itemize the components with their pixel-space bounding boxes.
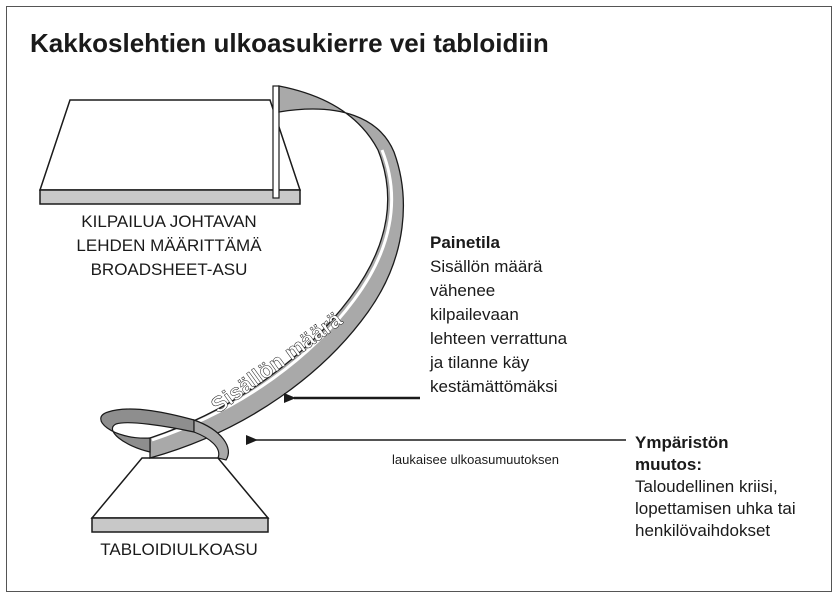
pressure-line: kilpailevaan (430, 305, 519, 324)
pressure-line: Sisällön määrä (430, 257, 543, 276)
pressure-block: Painetila Sisällön määrä vähenee kilpail… (430, 231, 567, 399)
environment-heading: muutos: (635, 455, 703, 474)
broadsheet-label-line: LEHDEN MÄÄRITTÄMÄ (76, 236, 262, 255)
broadsheet-label-line: KILPAILUA JOHTAVAN (81, 212, 257, 231)
environment-heading: Ympäristön (635, 433, 729, 452)
broadsheet-label: KILPAILUA JOHTAVAN LEHDEN MÄÄRITTÄMÄ BRO… (34, 210, 304, 282)
environment-block: Ympäristön muutos: Taloudellinen kriisi,… (635, 432, 796, 542)
figure-title: Kakkoslehtien ulkoasukierre vei tabloidi… (30, 28, 549, 58)
top-platform (38, 99, 302, 205)
environment-line: Taloudellinen kriisi, (635, 477, 778, 496)
tabloid-label: TABLOIDIULKOASU (100, 540, 258, 559)
pressure-line: kestämättömäksi (430, 377, 558, 396)
pressure-heading: Painetila (430, 233, 500, 252)
pressure-line: vähenee (430, 281, 496, 300)
bottom-platform (90, 457, 270, 533)
broadsheet-label-line: BROADSHEET-ASU (90, 260, 248, 279)
trigger-label: laukaisee ulkoasumuutoksen (392, 452, 559, 467)
pressure-line: lehteen verrattuna (430, 329, 568, 348)
environment-line: henkilövaihdokset (635, 521, 771, 540)
environment-line: lopettamisen uhka tai (635, 499, 796, 518)
pressure-line: ja tilanne käy (430, 353, 530, 372)
ribbon-label: Sisällön määrä (206, 306, 347, 418)
